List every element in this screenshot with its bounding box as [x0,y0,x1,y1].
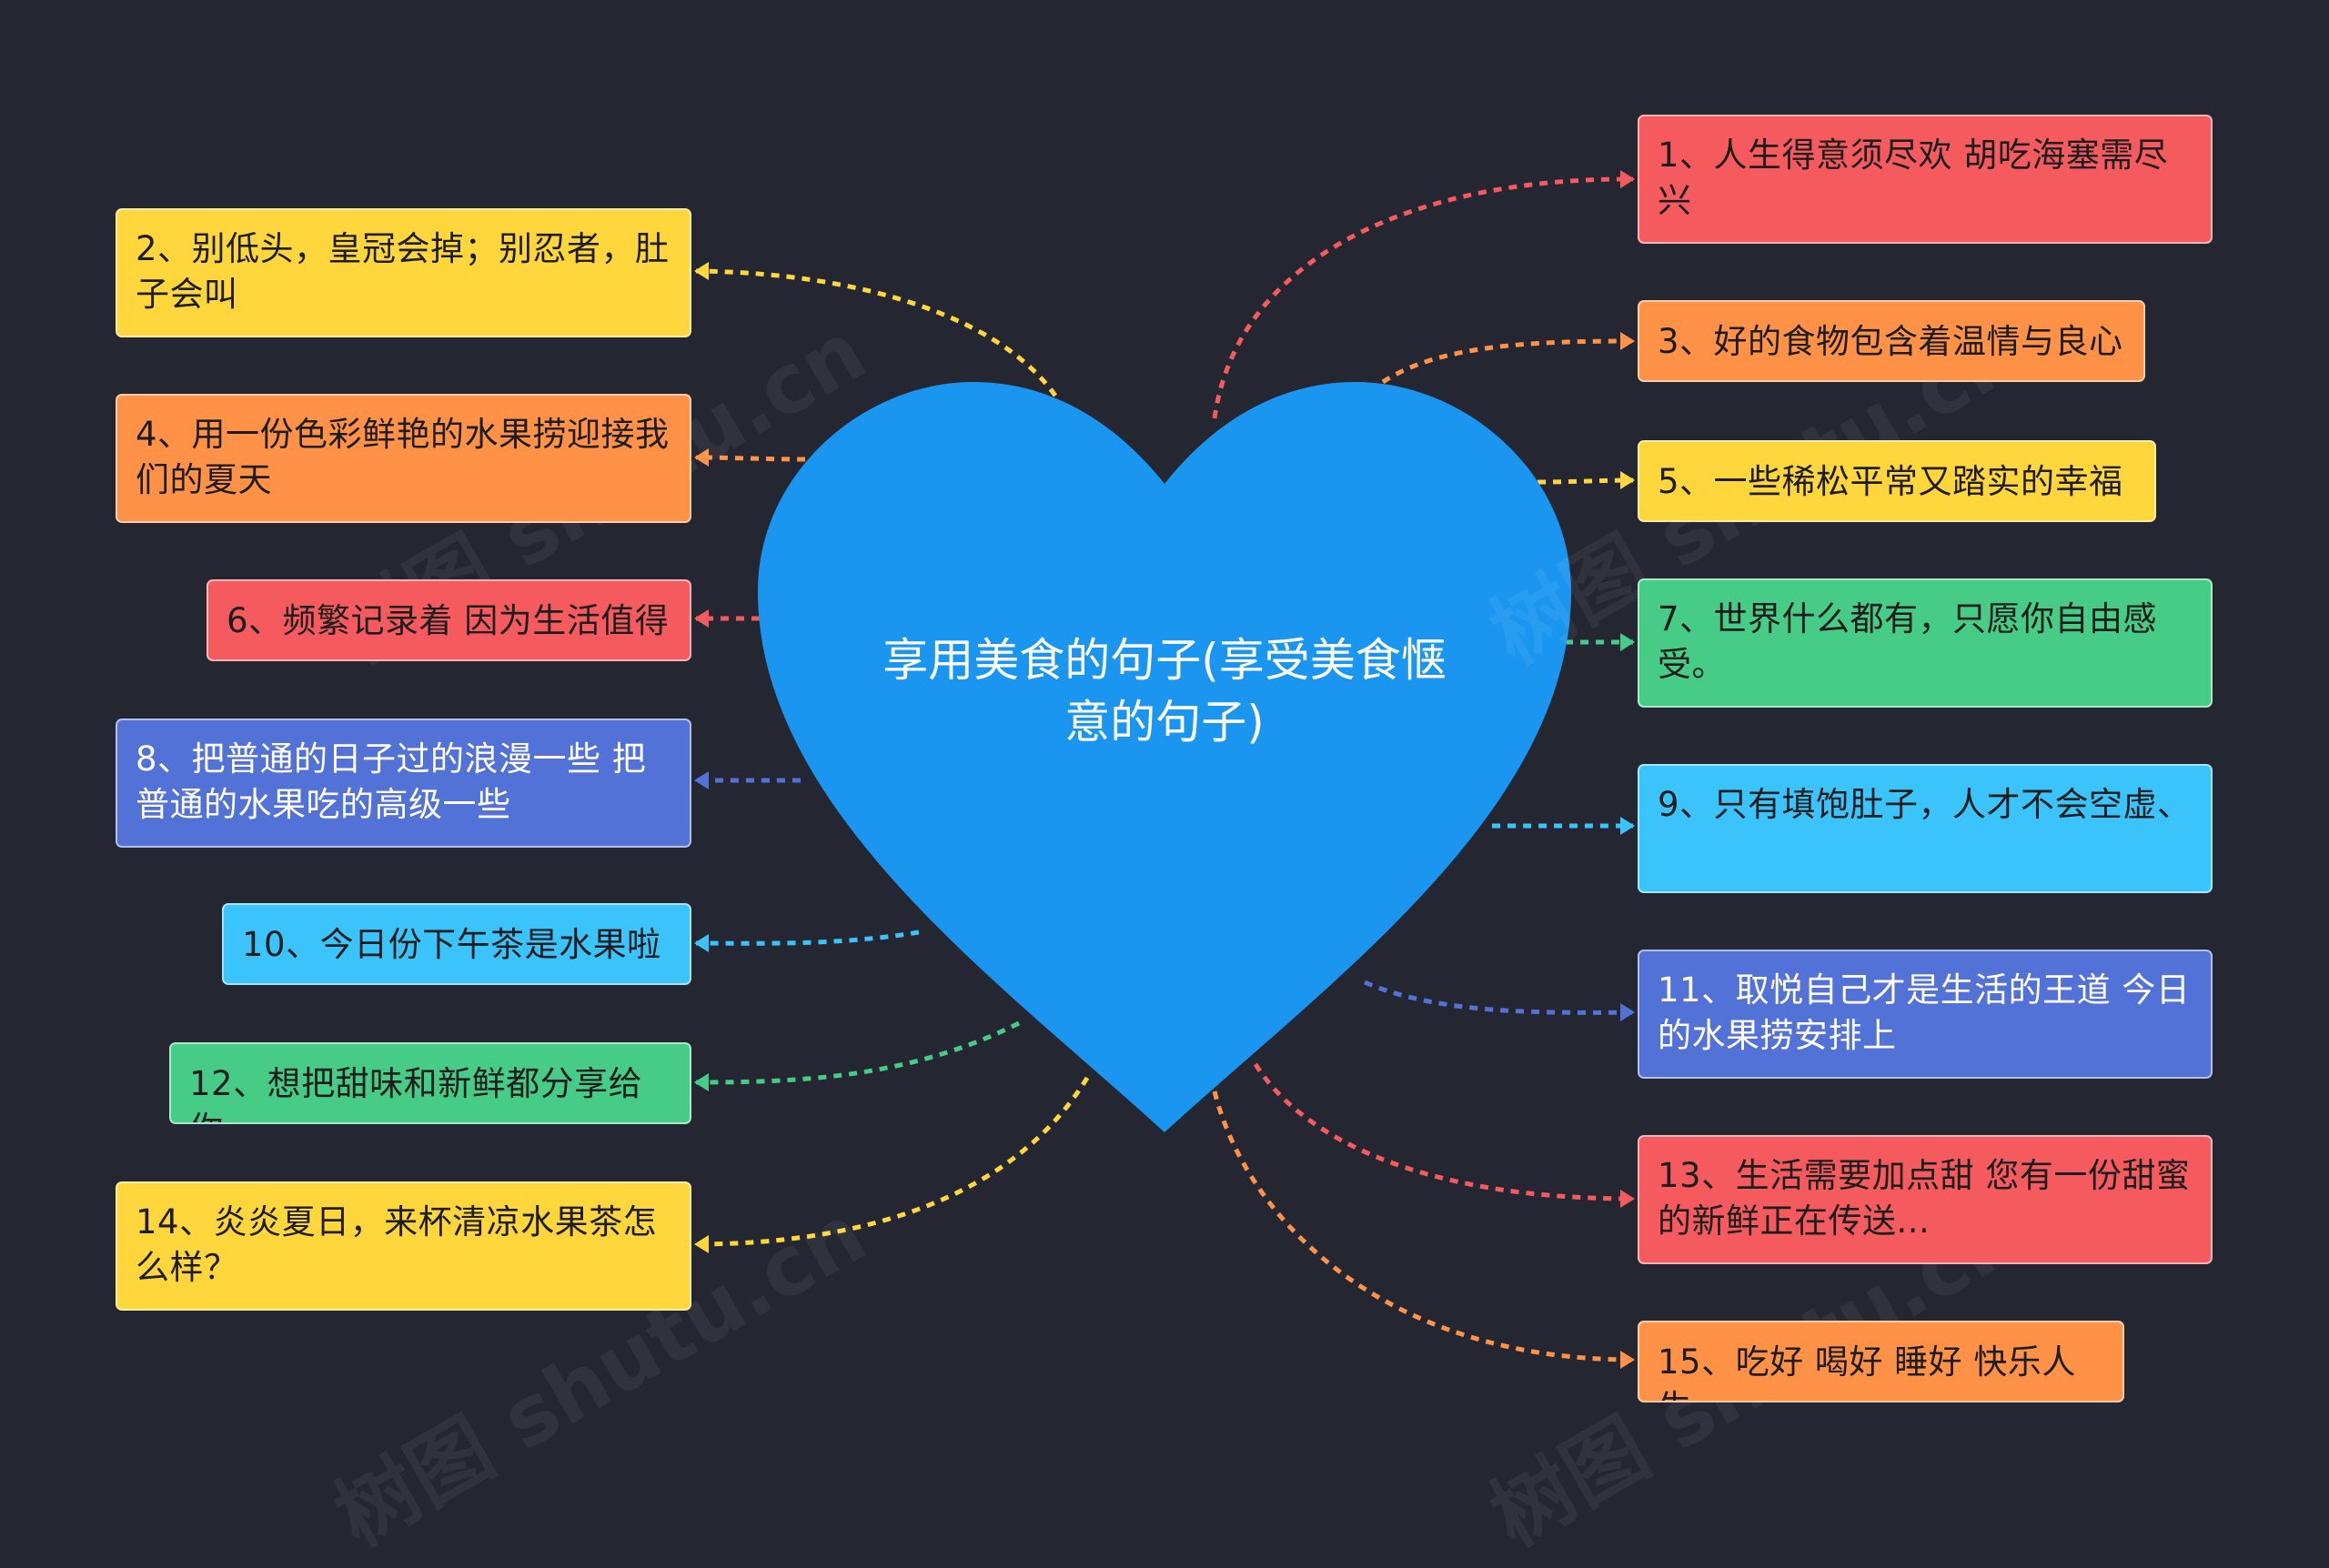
branch-node-14[interactable]: 14、炎炎夏日，来杯清凉水果茶怎么样？ [116,1181,691,1311]
connector-arrow-10 [694,934,709,952]
connector-line-5 [1537,477,1634,485]
branch-node-7[interactable]: 7、世界什么都有，只愿你自由感受。 [1638,578,2213,708]
branch-node-4[interactable]: 4、用一份色彩鲜艳的水果捞迎接我们的夏天 [116,394,691,523]
branch-node-3[interactable]: 3、好的食物包含着温情与良心 [1638,300,2145,382]
connector-line-11 [1364,980,1634,1015]
connector-arrow-6 [694,609,709,628]
connector-arrow-1 [1620,170,1635,188]
branch-node-12[interactable]: 12、想把甜味和新鲜都分享给你 [169,1042,691,1124]
branch-node-13[interactable]: 13、生活需要加点甜 您有一份甜蜜的新鲜正在传送... [1638,1135,2213,1264]
connector-arrow-4 [694,448,709,467]
connector-line-2 [695,268,1058,397]
branch-node-15[interactable]: 15、吃好 喝好 睡好 快乐人生 [1638,1321,2124,1402]
connector-arrow-12 [694,1073,709,1091]
connector-line-1 [1212,176,1634,419]
connector-arrow-8 [694,771,709,789]
connector-arrow-7 [1620,633,1635,651]
branch-node-1[interactable]: 1、人生得意须尽欢 胡吃海塞需尽兴 [1638,115,2213,244]
branch-node-8[interactable]: 8、把普通的日子过的浪漫一些 把普通的水果吃的高级一些 [116,719,691,848]
branch-node-9[interactable]: 9、只有填饱肚子，人才不会空虚、 [1638,764,2213,893]
heart-shape [758,382,1571,1132]
connector-line-13 [1253,1062,1634,1201]
connector-arrow-11 [1620,1003,1635,1021]
branch-node-11[interactable]: 11、取悦自己才是生活的王道 今日的水果捞安排上 [1638,950,2213,1079]
connector-layer [694,170,1635,1369]
branch-node-6[interactable]: 6、频繁记录着 因为生活值得 [207,579,691,661]
central-heart[interactable] [758,382,1571,1132]
connector-arrow-13 [1620,1190,1635,1208]
connector-line-10 [695,930,920,946]
connector-line-15 [1212,1091,1634,1362]
branch-node-2[interactable]: 2、别低头，皇冠会掉；别忍者，肚子会叫 [116,208,691,337]
mind-map-canvas: 享用美食的句子(享受美食惬意的句子) 树图 shutu.cn 树图 shutu.… [116,115,2213,1565]
connector-line-14 [695,1076,1090,1247]
connector-arrow-15 [1620,1351,1635,1369]
branch-node-5[interactable]: 5、一些稀松平常又踏实的幸福 [1638,440,2156,522]
connector-arrow-3 [1620,332,1635,350]
connector-line-3 [1381,338,1634,385]
connector-arrow-9 [1620,817,1635,835]
branch-node-10[interactable]: 10、今日份下午茶是水果啦~ [222,903,691,985]
connector-arrow-5 [1620,471,1635,489]
central-topic-title[interactable]: 享用美食的句子(享受美食惬意的句子) [882,634,1447,749]
connector-arrow-14 [694,1235,709,1253]
connector-arrow-2 [694,262,709,280]
connector-line-12 [695,1020,1021,1085]
